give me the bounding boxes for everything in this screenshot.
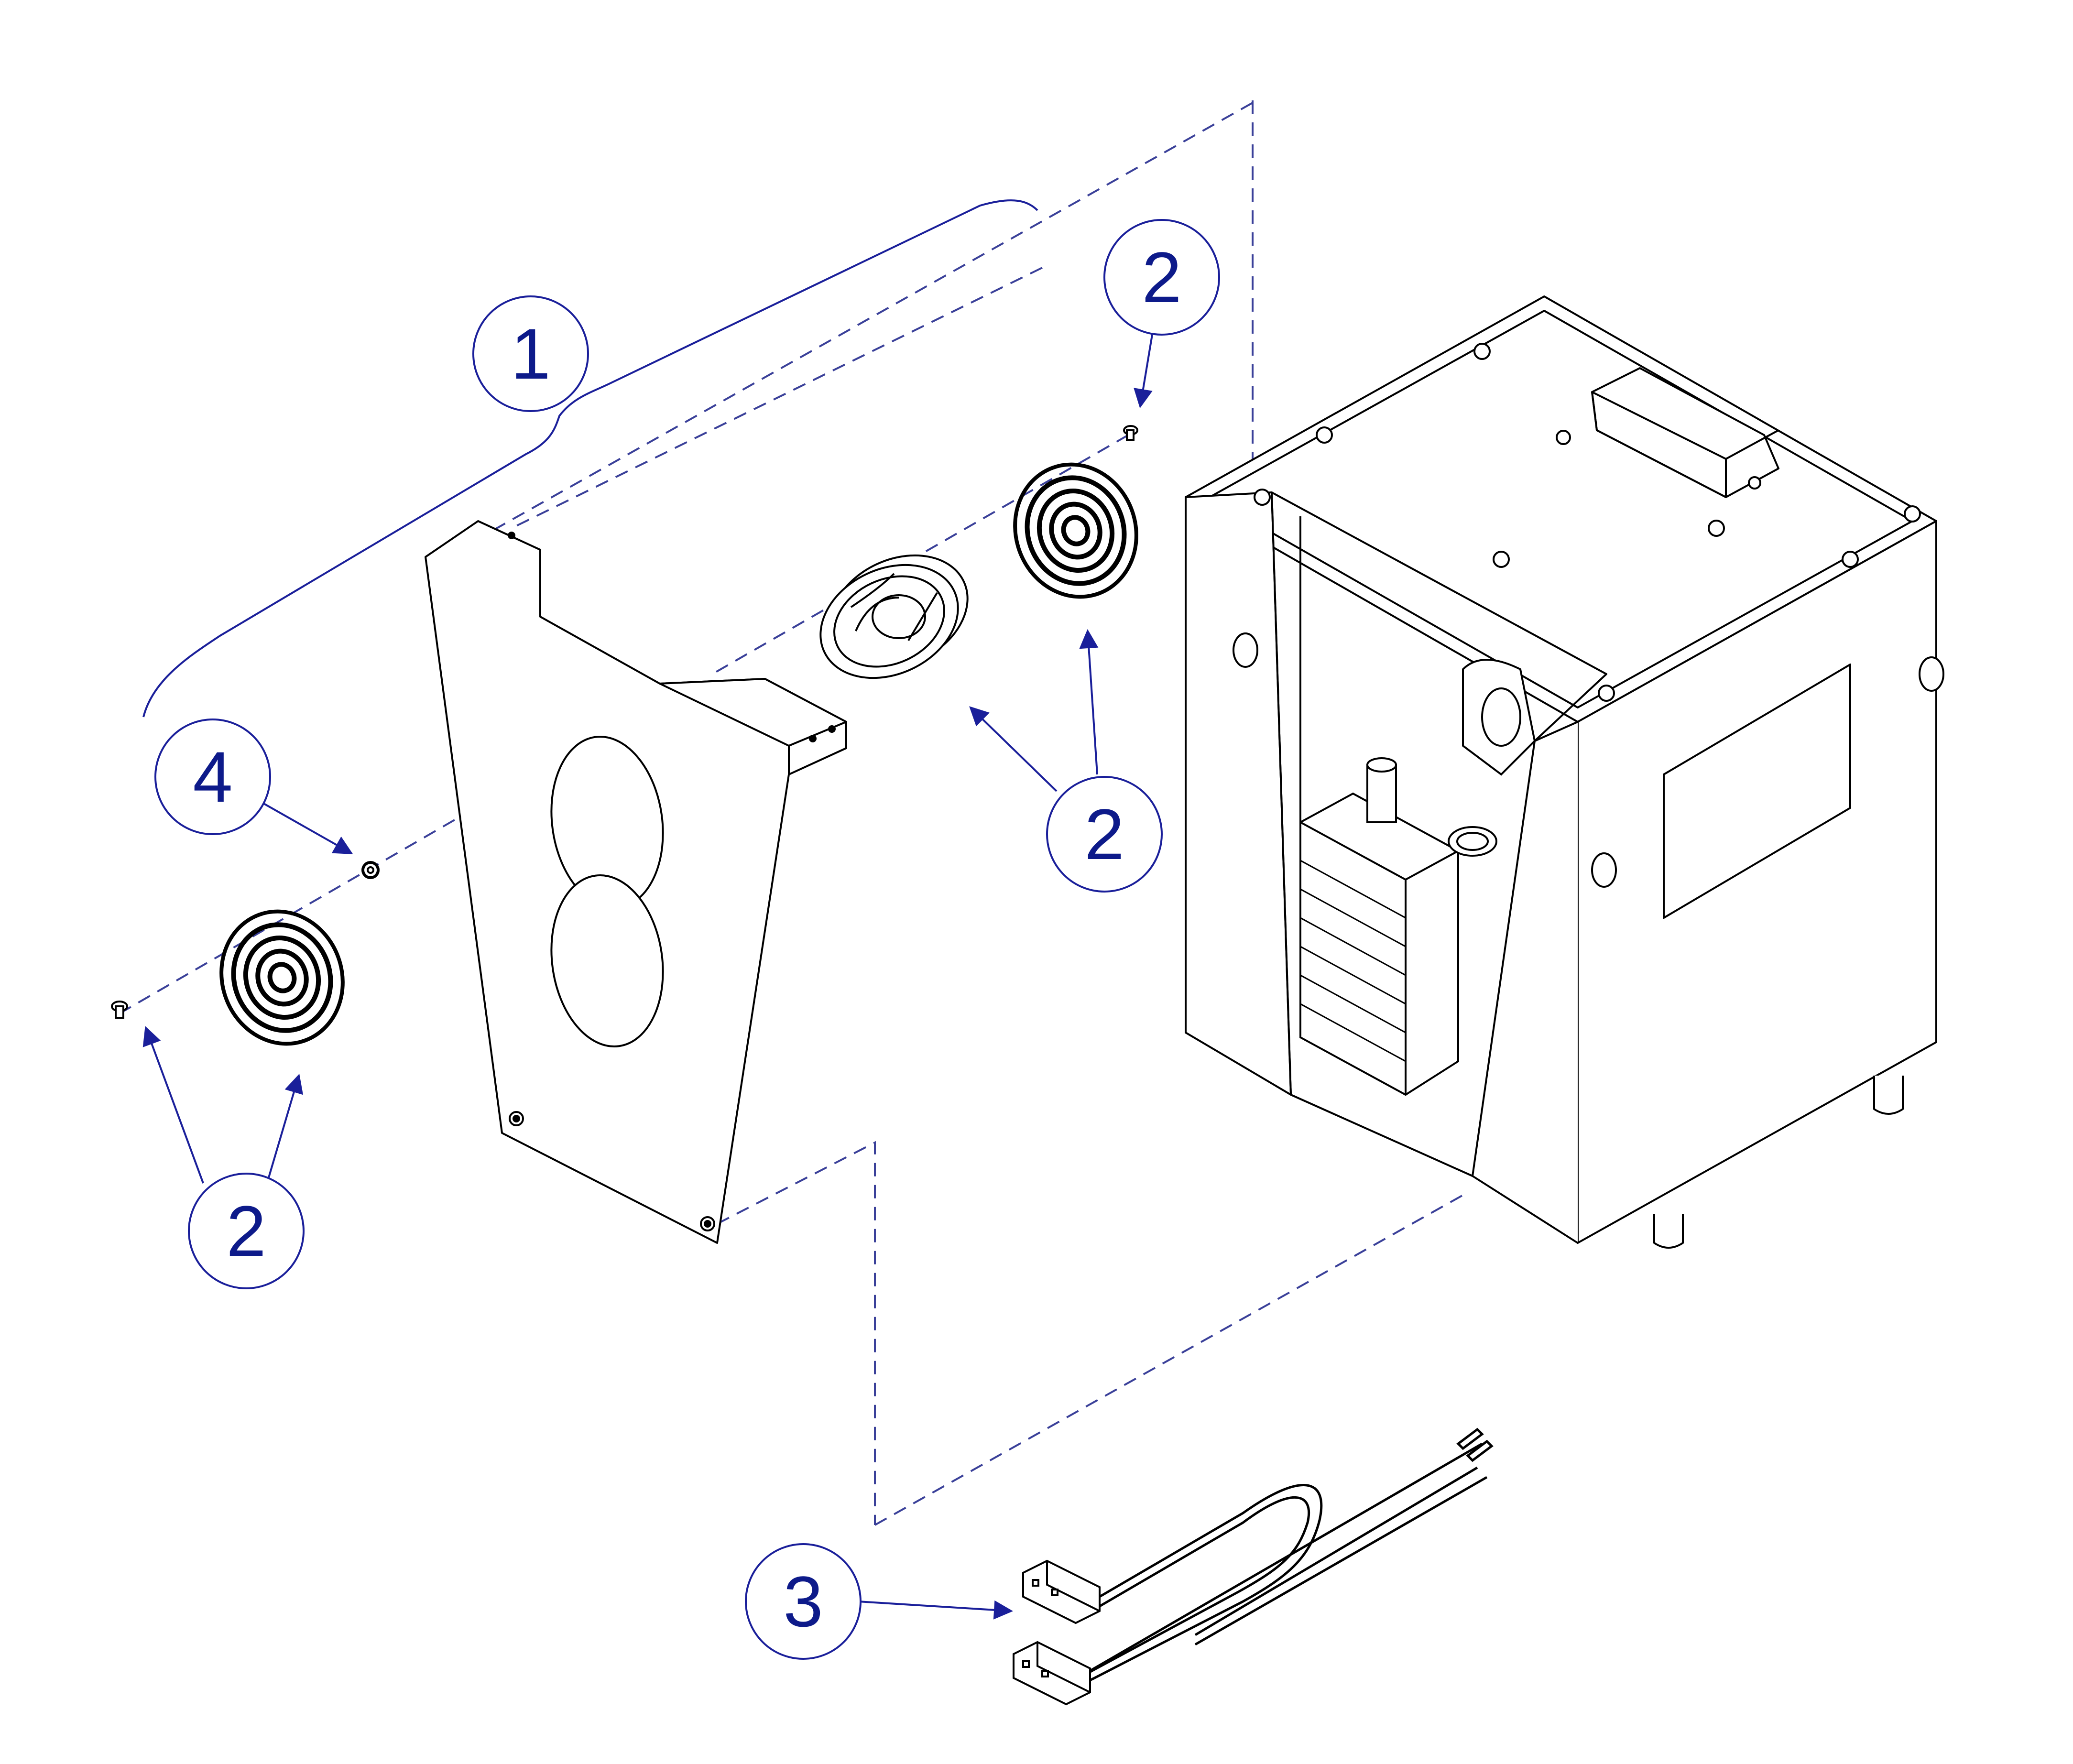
hardware-screws xyxy=(111,425,1138,1019)
callout-1-number: 1 xyxy=(511,314,550,394)
callout-1-brace xyxy=(142,199,1038,718)
dashed-line-fan-axis-top xyxy=(712,434,1129,675)
dashed-line-harness xyxy=(874,1194,1463,1526)
compressor-cabinet xyxy=(1185,295,1944,1249)
callout-4: 4 xyxy=(154,719,271,835)
callout-balloons: 1 2 2 4 2 3 xyxy=(154,219,1220,1660)
dashed-line-panel-top xyxy=(516,267,1043,527)
compressor-unit xyxy=(1299,659,1536,1096)
callout-2-middle-number: 2 xyxy=(1084,794,1124,874)
screw-top xyxy=(1123,425,1138,441)
top-bolts xyxy=(1254,343,1921,702)
dashed-line-bottom-panel xyxy=(717,1141,876,1525)
dashed-line-top-long xyxy=(492,102,1253,532)
compressor-fins xyxy=(1300,860,1406,1062)
callout-2-top: 2 xyxy=(1103,219,1220,336)
leader-2-bottom-to-guard xyxy=(267,1074,303,1181)
leader-arrows xyxy=(142,334,1153,1620)
rear-cover-panel xyxy=(425,520,847,1244)
electrical-housing xyxy=(1591,367,1779,498)
callout-2-middle: 2 xyxy=(1046,776,1163,893)
cooling-fan xyxy=(819,554,969,679)
leader-3 xyxy=(858,1600,1013,1620)
fan-guard-bottom xyxy=(219,909,345,1046)
callout-2-bottom-number: 2 xyxy=(226,1191,266,1271)
leader-2-bottom-to-screw xyxy=(142,1026,204,1184)
callout-1: 1 xyxy=(472,295,589,412)
leader-2-middle-to-guard xyxy=(1079,629,1099,775)
harness-connector-upper xyxy=(1022,1559,1101,1624)
wire-harness xyxy=(1084,1427,1494,1684)
callout-3-number: 3 xyxy=(783,1561,823,1642)
callout-3: 3 xyxy=(745,1543,862,1660)
fan-guard-top xyxy=(1013,462,1138,599)
leader-2-top xyxy=(1134,334,1153,408)
harness-connectors xyxy=(1013,1559,1101,1706)
panel-fan-hole-lower xyxy=(550,874,664,1047)
callout-2-bottom: 2 xyxy=(188,1173,305,1289)
leader-2-middle-to-fan xyxy=(969,706,1058,792)
dashed-line-fan-axis-left xyxy=(119,764,551,1014)
harness-connector-lower xyxy=(1013,1641,1091,1706)
assembly-dashed-lines xyxy=(119,100,1463,1526)
callout-2-top-number: 2 xyxy=(1142,237,1181,317)
screw-bottom-left xyxy=(111,1001,128,1019)
cabinet-foot-front xyxy=(1653,1214,1684,1249)
washer xyxy=(361,861,380,879)
cabinet-foot-right xyxy=(1873,1076,1904,1115)
leader-4 xyxy=(262,802,353,854)
callout-4-number: 4 xyxy=(193,737,232,817)
